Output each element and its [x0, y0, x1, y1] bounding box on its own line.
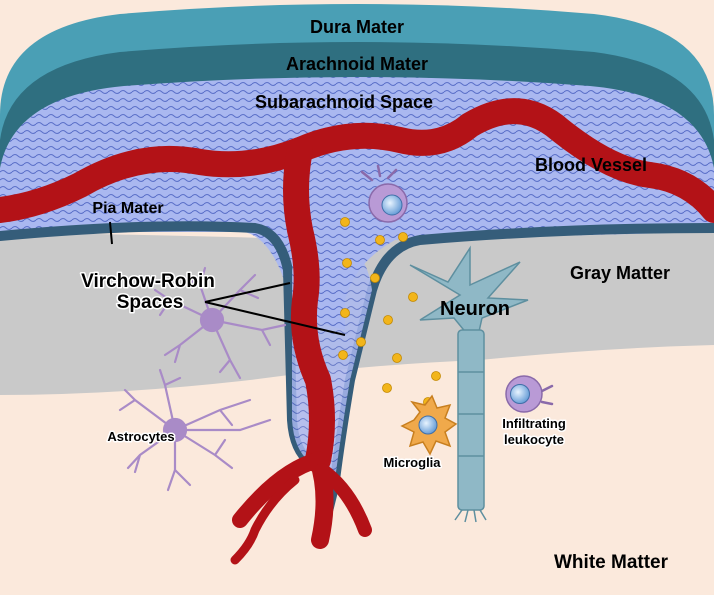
label-pia-mater: Pia Mater	[92, 200, 163, 217]
astrocyte-cell	[153, 266, 287, 380]
neuron-cell	[409, 245, 529, 523]
label-infiltrating-line2: leukocyte	[504, 432, 564, 447]
label-virchow-robin-line2: Spaces	[117, 292, 184, 313]
label-virchow-robin-line1: Virchow-Robin	[81, 271, 215, 292]
label-gray-matter: Gray Matter	[570, 263, 670, 283]
label-arachnoid-mater: Arachnoid Mater	[286, 54, 428, 74]
label-blood-vessel: Blood Vessel	[535, 155, 647, 175]
label-subarachnoid-space: Subarachnoid Space	[255, 92, 433, 112]
label-neuron: Neuron	[440, 298, 510, 320]
label-infiltrating-line1: Infiltrating	[502, 416, 566, 431]
label-microglia: Microglia	[383, 455, 441, 470]
label-astrocytes: Astrocytes	[107, 429, 174, 444]
pointer-lines	[109, 221, 346, 336]
label-white-matter: White Matter	[554, 552, 669, 573]
label-dura-mater: Dura Mater	[310, 17, 404, 37]
subarachnoid-space	[0, 77, 714, 330]
astrocyte-cell	[118, 368, 272, 492]
microglia-cell	[400, 394, 458, 456]
leukocyte-cell-subarachnoid	[360, 164, 408, 223]
infiltrating-leukocyte-cell	[505, 375, 554, 413]
blood-vessel	[0, 98, 714, 565]
